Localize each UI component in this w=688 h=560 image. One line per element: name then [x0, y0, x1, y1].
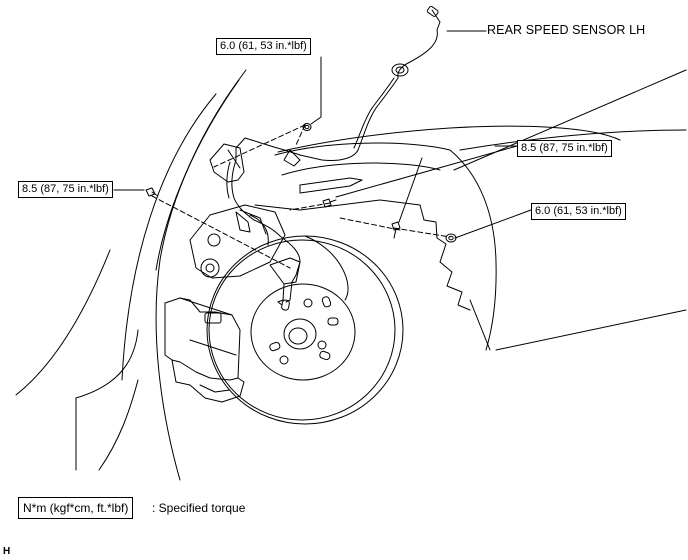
bolt-icon-sensor-top [302, 123, 312, 131]
dashed-leader-lines [151, 124, 451, 269]
sensor-wire-harness [209, 5, 441, 306]
torque-callout-bracket-right: 8.5 (87, 75 in.*lbf) [517, 140, 612, 157]
knuckle-assembly [189, 204, 286, 279]
brake-caliper [164, 297, 245, 403]
torque-callout-clamp-right: 6.0 (61, 53 in.*lbf) [531, 203, 626, 220]
torque-legend-description: : Specified torque [152, 501, 246, 515]
bolt-icon-right [391, 221, 401, 239]
torque-callout-bracket-left: 8.5 (87, 75 in.*lbf) [18, 181, 113, 198]
rear-speed-sensor-label: REAR SPEED SENSOR LH [487, 23, 646, 37]
torque-callout-sensor-top: 6.0 (61, 53 in.*lbf) [216, 38, 311, 55]
brake-disc [206, 235, 404, 425]
bolt-icon-left [145, 187, 159, 197]
torque-legend-unit-box: N*m (kgf*cm, ft.*lbf) [18, 497, 134, 519]
callout-leader-lines [113, 30, 532, 239]
vehicle-body-outline [15, 69, 687, 481]
bolt-icons [145, 123, 457, 243]
illustration-code: H [3, 546, 11, 557]
bolt-icon-center [322, 198, 337, 208]
fender-liner [254, 142, 497, 351]
